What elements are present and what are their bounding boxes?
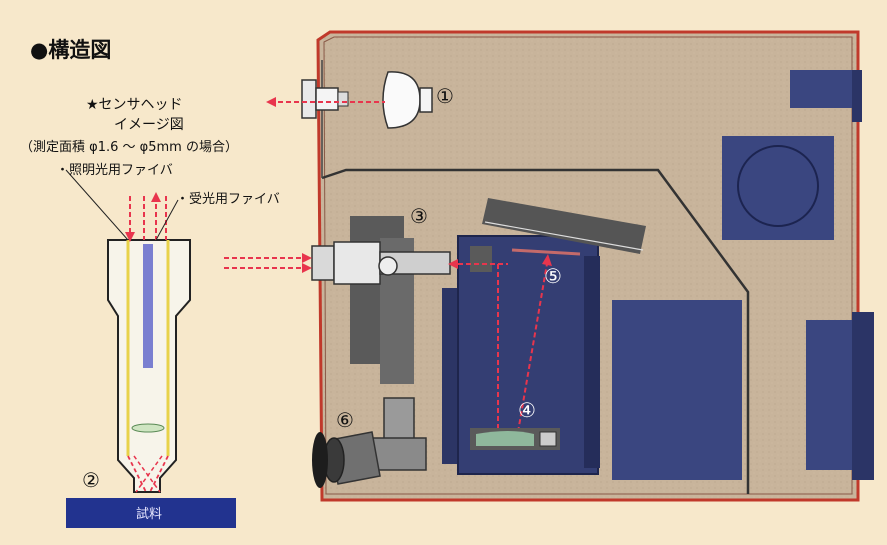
top-right-connector bbox=[852, 70, 862, 122]
mirror-plate bbox=[482, 198, 646, 254]
marker-4: ④ bbox=[518, 398, 536, 422]
marker-6: ⑥ bbox=[336, 408, 354, 432]
fan-unit bbox=[722, 136, 834, 240]
top-right-module bbox=[790, 70, 852, 108]
measure-area-note: （測定面積 φ1.6 ～ φ5mm の場合） bbox=[20, 140, 238, 155]
optical-input-connector bbox=[224, 216, 451, 384]
viewfinder-eyepiece bbox=[312, 397, 427, 488]
sensor-head-heading: ★センサヘッド bbox=[86, 97, 183, 113]
marker-2: ② bbox=[82, 468, 100, 492]
receiving-fiber-label: ・受光用ファイバ bbox=[176, 192, 280, 207]
diagram-title: ●構造図 bbox=[30, 38, 112, 62]
sample-plate bbox=[66, 498, 236, 528]
sample-label: 試料 bbox=[136, 507, 163, 522]
marker-5: ⑤ bbox=[544, 264, 562, 288]
spectrometer bbox=[442, 235, 600, 475]
illumination-fiber-label: ・照明光用ファイバ bbox=[56, 163, 173, 178]
marker-1: ① bbox=[436, 84, 454, 108]
electronics-block bbox=[612, 300, 742, 480]
power-block bbox=[806, 320, 852, 470]
sensor-head-probe bbox=[65, 169, 191, 493]
light-source-lamp bbox=[266, 71, 433, 129]
sensor-head-subheading: イメージ図 bbox=[114, 117, 184, 133]
power-connector bbox=[852, 312, 874, 480]
marker-3: ③ bbox=[410, 204, 428, 228]
